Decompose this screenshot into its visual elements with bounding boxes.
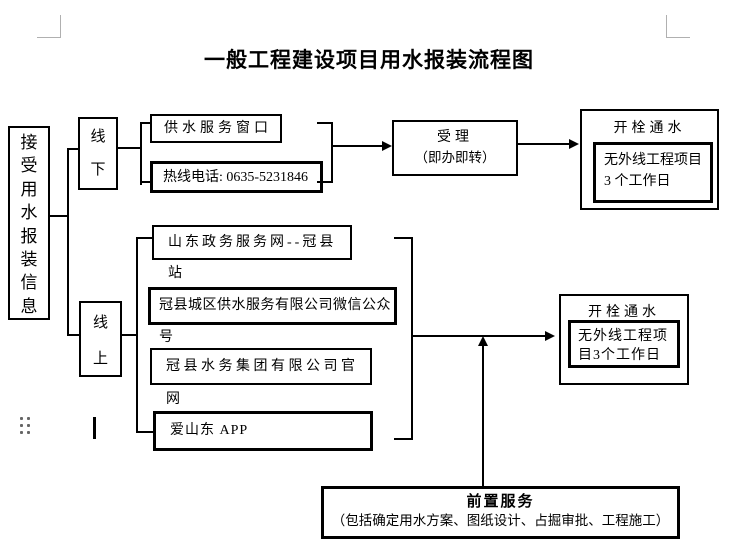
arrow-accept-to-open-valve-head (569, 139, 579, 149)
margin-mark-top-left-horizontal (37, 37, 61, 38)
node-official-website: 冠县水务集团有限公司官网 (150, 348, 372, 407)
node-receive-application-label: 接受用水报装信息 (20, 133, 38, 316)
node-accept-line1: 受理 (437, 130, 473, 145)
arrow-offline-to-accept-head (382, 141, 392, 151)
node-channel-offline-label: 线下 (90, 129, 106, 178)
arrow-online-to-open-valve-head (545, 331, 555, 341)
node-channel-online-label: 线上 (92, 315, 108, 367)
connector-receive-trunk (49, 215, 69, 217)
connector-offline-to-bracket (118, 147, 142, 149)
bracket-online-right-arm-bottom (394, 438, 411, 440)
bracket-online-left-arm-bottom (136, 431, 153, 433)
node-wechat-account: 冠县城区供水服务有限公司微信公众号 (148, 287, 397, 345)
node-app: 爱山东 APP (153, 411, 373, 451)
drag-handle-dot (27, 431, 30, 434)
bracket-online-right-arm-top (394, 237, 411, 239)
drag-handle-dot (27, 417, 30, 420)
connector-to-online (67, 334, 81, 336)
margin-mark-top-right-horizontal (666, 37, 690, 38)
node-receive-application: 接受用水报装信息 (8, 126, 50, 320)
bracket-offline-left-arm-top (140, 122, 152, 124)
text-cursor-line (93, 417, 96, 439)
node-open-valve-top-title: 开栓通水 (613, 121, 686, 136)
bracket-offline-left-vertical (140, 122, 142, 185)
drag-handle-dot (27, 424, 30, 427)
drag-handle-dots[interactable] (20, 417, 30, 434)
bracket-offline-right-vertical (331, 122, 333, 183)
margin-mark-top-left-vertical (60, 15, 61, 38)
open-valve-top-detail-line1: 无外线工程项目 (604, 153, 702, 168)
arrow-pre-service-up-head (478, 336, 488, 346)
node-channel-offline: 线下 (78, 117, 118, 190)
page-title: 一般工程建设项目用水报装流程图 (204, 48, 534, 72)
arrow-accept-to-open-valve-line (518, 143, 570, 145)
margin-mark-top-right-vertical (666, 15, 667, 38)
drag-handle-dot (20, 424, 23, 427)
bracket-online-left-arm-top (136, 237, 153, 239)
bracket-offline-right-arm-bottom (317, 181, 331, 183)
bracket-offline-right-arm-top (317, 122, 331, 124)
node-accept: 受理 （即办即转） (392, 120, 518, 176)
node-open-valve-mid-title: 开栓通水 (588, 305, 660, 320)
node-channel-online: 线上 (79, 301, 122, 377)
node-pre-service-title: 前置服务 (466, 494, 535, 510)
bracket-online-right-vertical (411, 237, 413, 440)
node-pre-service: 前置服务 （包括确定用水方案、图纸设计、占掘审批、工程施工） (321, 486, 680, 539)
connector-trunk-vertical (67, 148, 69, 336)
connector-to-offline (67, 148, 80, 150)
open-valve-top-detail-line2: 3 个工作日 (604, 174, 671, 189)
node-pre-service-desc: （包括确定用水方案、图纸设计、占掘审批、工程施工） (331, 513, 670, 528)
bracket-offline-left-arm-bottom (140, 181, 152, 183)
drag-handle-dot (20, 417, 23, 420)
node-hotline: 热线电话: 0635-5231846 (150, 161, 323, 193)
node-open-valve-top: 开栓通水 无外线工程项目 3 个工作日 (580, 109, 719, 210)
node-open-valve-top-detail: 无外线工程项目 3 个工作日 (593, 142, 713, 203)
node-service-window: 供水服务窗口 (150, 114, 282, 143)
connector-online-to-bracket (122, 334, 138, 336)
node-gov-site: 山东政务服务网--冠县站 (152, 225, 352, 281)
bracket-online-left-vertical (136, 237, 138, 433)
node-open-valve-mid-detail: 无外线工程项目3个工作日 (568, 320, 680, 368)
arrow-offline-to-accept-line (331, 145, 383, 147)
node-accept-line2: （即办即转） (414, 150, 496, 165)
drag-handle-dot (20, 431, 23, 434)
node-open-valve-mid: 开栓通水 无外线工程项目3个工作日 (559, 294, 689, 385)
arrow-pre-service-up-line (482, 345, 484, 486)
